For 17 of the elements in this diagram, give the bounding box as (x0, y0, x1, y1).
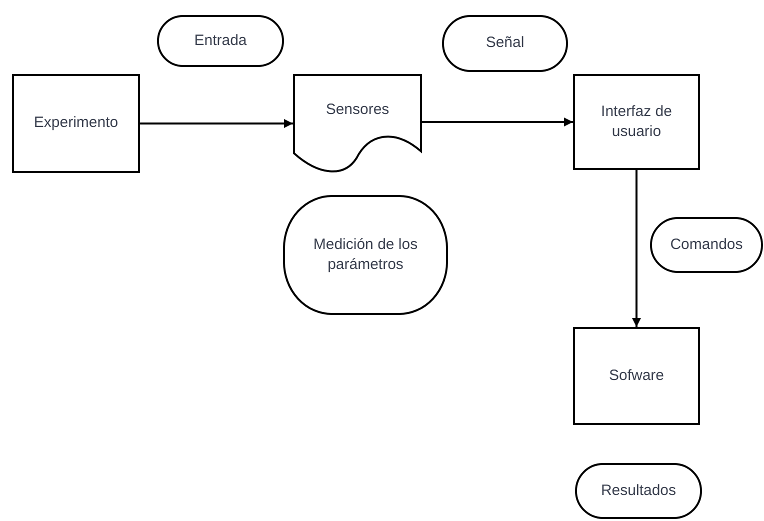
node-label: Señal (484, 33, 526, 54)
node-label: Resultados (600, 480, 678, 501)
node-label: Experimento (32, 113, 120, 134)
arrow (632, 170, 641, 327)
process-box (573, 74, 700, 170)
node-label: Sensores (324, 100, 390, 120)
node-label: Interfaz de usuario (600, 102, 673, 142)
process-box (12, 74, 140, 173)
node-label: Comandos (669, 234, 744, 255)
node-label: Entrada (193, 30, 248, 51)
document-shape (293, 74, 422, 175)
node-label: Medición de los parámetros (312, 234, 419, 275)
process-box (573, 327, 700, 425)
arrow (140, 119, 293, 128)
node-label: Sofware (608, 366, 666, 386)
arrow (422, 118, 573, 126)
terminal-shape (157, 15, 284, 67)
